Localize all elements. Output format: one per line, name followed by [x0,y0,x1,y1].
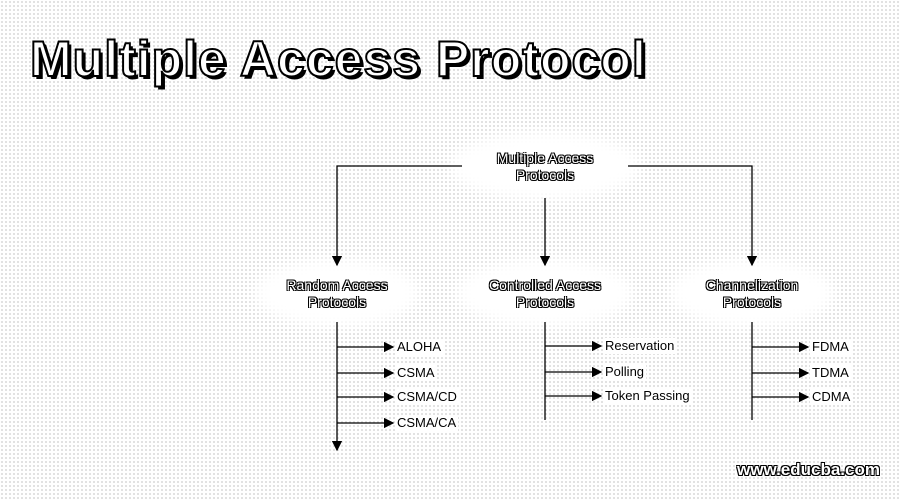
channelization-node: Channelization Protocols [677,277,827,311]
page-title: Multiple Access Protocol [29,30,647,88]
root-node-cloud [450,132,640,200]
random-access-node: Random Access Protocols [262,277,412,311]
leaf-aloha: ALOHA [395,339,444,355]
root-node-label-line2: Protocols [515,167,575,183]
leaf-csma-ca: CSMA/CA [395,415,459,431]
controlled-access-node-cloud [457,259,633,327]
leaf-fdma: FDMA [810,339,851,355]
leaf-csma-cd: CSMA/CD [395,389,459,405]
controlled-access-label-line1: Controlled Access [488,277,602,293]
channelization-label-line2: Protocols [722,294,782,310]
leaf-cdma: CDMA [810,389,853,405]
controlled-access-label-line2: Protocols [515,294,575,310]
controlled-access-node: Controlled Access Protocols [465,277,625,311]
random-access-node-cloud [255,259,419,327]
random-access-label-line1: Random Access [286,277,388,293]
leaf-polling: Polling [603,364,647,380]
random-access-label-line2: Protocols [307,294,367,310]
connector-root-to-random-access [331,165,462,267]
channelization-label-line1: Channelization [705,277,799,293]
channelization-node-cloud [670,259,834,327]
leaf-reservation: Reservation [603,338,677,354]
leaf-tdma: TDMA [810,365,851,381]
leaf-csma: CSMA [395,365,437,381]
leaf-token-passing: Token Passing [603,388,692,404]
watermark: www.educba.com [737,460,880,479]
root-node-label-line1: Multiple Access [496,150,594,166]
root-node: Multiple Access Protocols [470,150,620,184]
connector-root-to-channelization [628,165,758,267]
